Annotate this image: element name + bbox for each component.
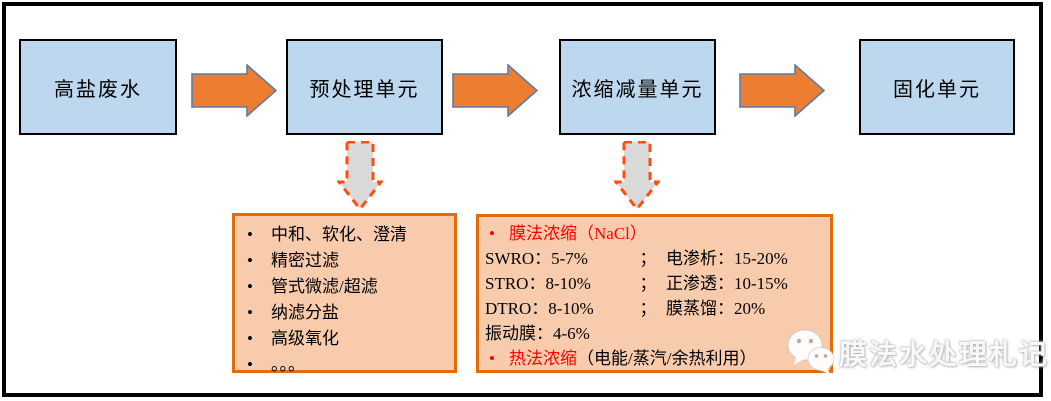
stat-left: DTRO：8-10% — [485, 299, 594, 318]
list-item: • 精密过滤 — [243, 248, 448, 274]
stat-left: STRO：8-10% — [485, 274, 591, 293]
right-arrow-icon — [739, 64, 826, 117]
right-arrow-icon — [191, 64, 278, 117]
bullet-icon: • — [247, 225, 253, 244]
bullet-icon: • — [247, 251, 253, 270]
flow-box-label: 浓缩减量单元 — [571, 78, 704, 101]
bullet-icon: • — [489, 224, 495, 243]
stat-left: 振动膜：4-6% — [485, 324, 590, 343]
stat-row: SWRO：5-7% ； 电渗析：15-20% — [485, 246, 826, 271]
stat-right: 膜蒸馏：20% — [666, 299, 766, 318]
stat-row: STRO：8-10% ； 正渗透：10-15% — [485, 271, 826, 296]
list-item: • 中和、软化、澄清 — [243, 222, 448, 248]
bullet-icon: • — [247, 329, 253, 348]
stat-separator: ； — [639, 249, 657, 268]
flow-box-concentration-unit: 浓缩减量单元 — [559, 39, 716, 135]
stat-row: 振动膜：4-6% — [485, 321, 826, 346]
list-item-label: 纳滤分盐 — [271, 303, 339, 322]
list-item: • 。。。 — [243, 352, 448, 378]
pretreatment-detail-box: • 中和、软化、澄清 • 精密过滤 • 管式微滤/超滤 • 纳滤分盐 • 高级氧… — [232, 213, 457, 374]
bullet-icon: • — [489, 349, 495, 368]
thermal-heading-suffix: （电能/蒸汽/余热利用） — [577, 349, 757, 368]
stat-row: DTRO：8-10% ； 膜蒸馏：20% — [485, 296, 826, 321]
concentration-detail-box: • 膜法浓缩（NaCl） SWRO：5-7% ； 电渗析：15-20% STRO… — [476, 214, 833, 373]
flow-box-label: 高盐废水 — [54, 78, 142, 101]
list-item-label: 精密过滤 — [271, 251, 339, 270]
flow-box-label: 预处理单元 — [309, 78, 420, 101]
diagram-frame — [2, 2, 1043, 397]
watermark-label: 膜法水处理札记 — [839, 340, 1050, 371]
bullet-icon: • — [247, 355, 253, 374]
list-item: • 高级氧化 — [243, 326, 448, 352]
bullet-icon: • — [247, 303, 253, 322]
list-item: • 管式微滤/超滤 — [243, 274, 448, 300]
flow-box-label: 固化单元 — [893, 78, 981, 101]
flow-box-solidification-unit: 固化单元 — [859, 39, 1015, 135]
thermal-heading-row: • 热法浓缩 （电能/蒸汽/余热利用） — [485, 346, 826, 371]
flow-box-high-salt-wastewater: 高盐废水 — [19, 39, 177, 135]
stat-right: 电渗析：15-20% — [666, 249, 788, 268]
wechat-icon — [787, 329, 835, 375]
stat-right: 正渗透：10-15% — [666, 274, 788, 293]
dashed-down-arrow-icon — [614, 141, 660, 211]
flow-box-pretreatment-unit: 预处理单元 — [286, 39, 443, 135]
dashed-down-arrow-icon — [337, 141, 383, 211]
list-item-label: 。。。 — [271, 355, 305, 374]
membrane-heading-row: • 膜法浓缩（NaCl） — [485, 221, 826, 246]
right-arrow-icon — [452, 64, 539, 117]
stat-separator: ； — [639, 274, 657, 293]
bullet-icon: • — [247, 277, 253, 296]
thermal-heading: 热法浓缩 — [509, 349, 577, 368]
list-item: • 纳滤分盐 — [243, 300, 448, 326]
stat-left: SWRO：5-7% — [485, 249, 588, 268]
stat-separator: ； — [639, 299, 657, 318]
membrane-heading: 膜法浓缩（NaCl） — [509, 224, 647, 243]
list-item-label: 中和、软化、澄清 — [271, 225, 407, 244]
list-item-label: 管式微滤/超滤 — [271, 277, 378, 296]
list-item-label: 高级氧化 — [271, 329, 339, 348]
